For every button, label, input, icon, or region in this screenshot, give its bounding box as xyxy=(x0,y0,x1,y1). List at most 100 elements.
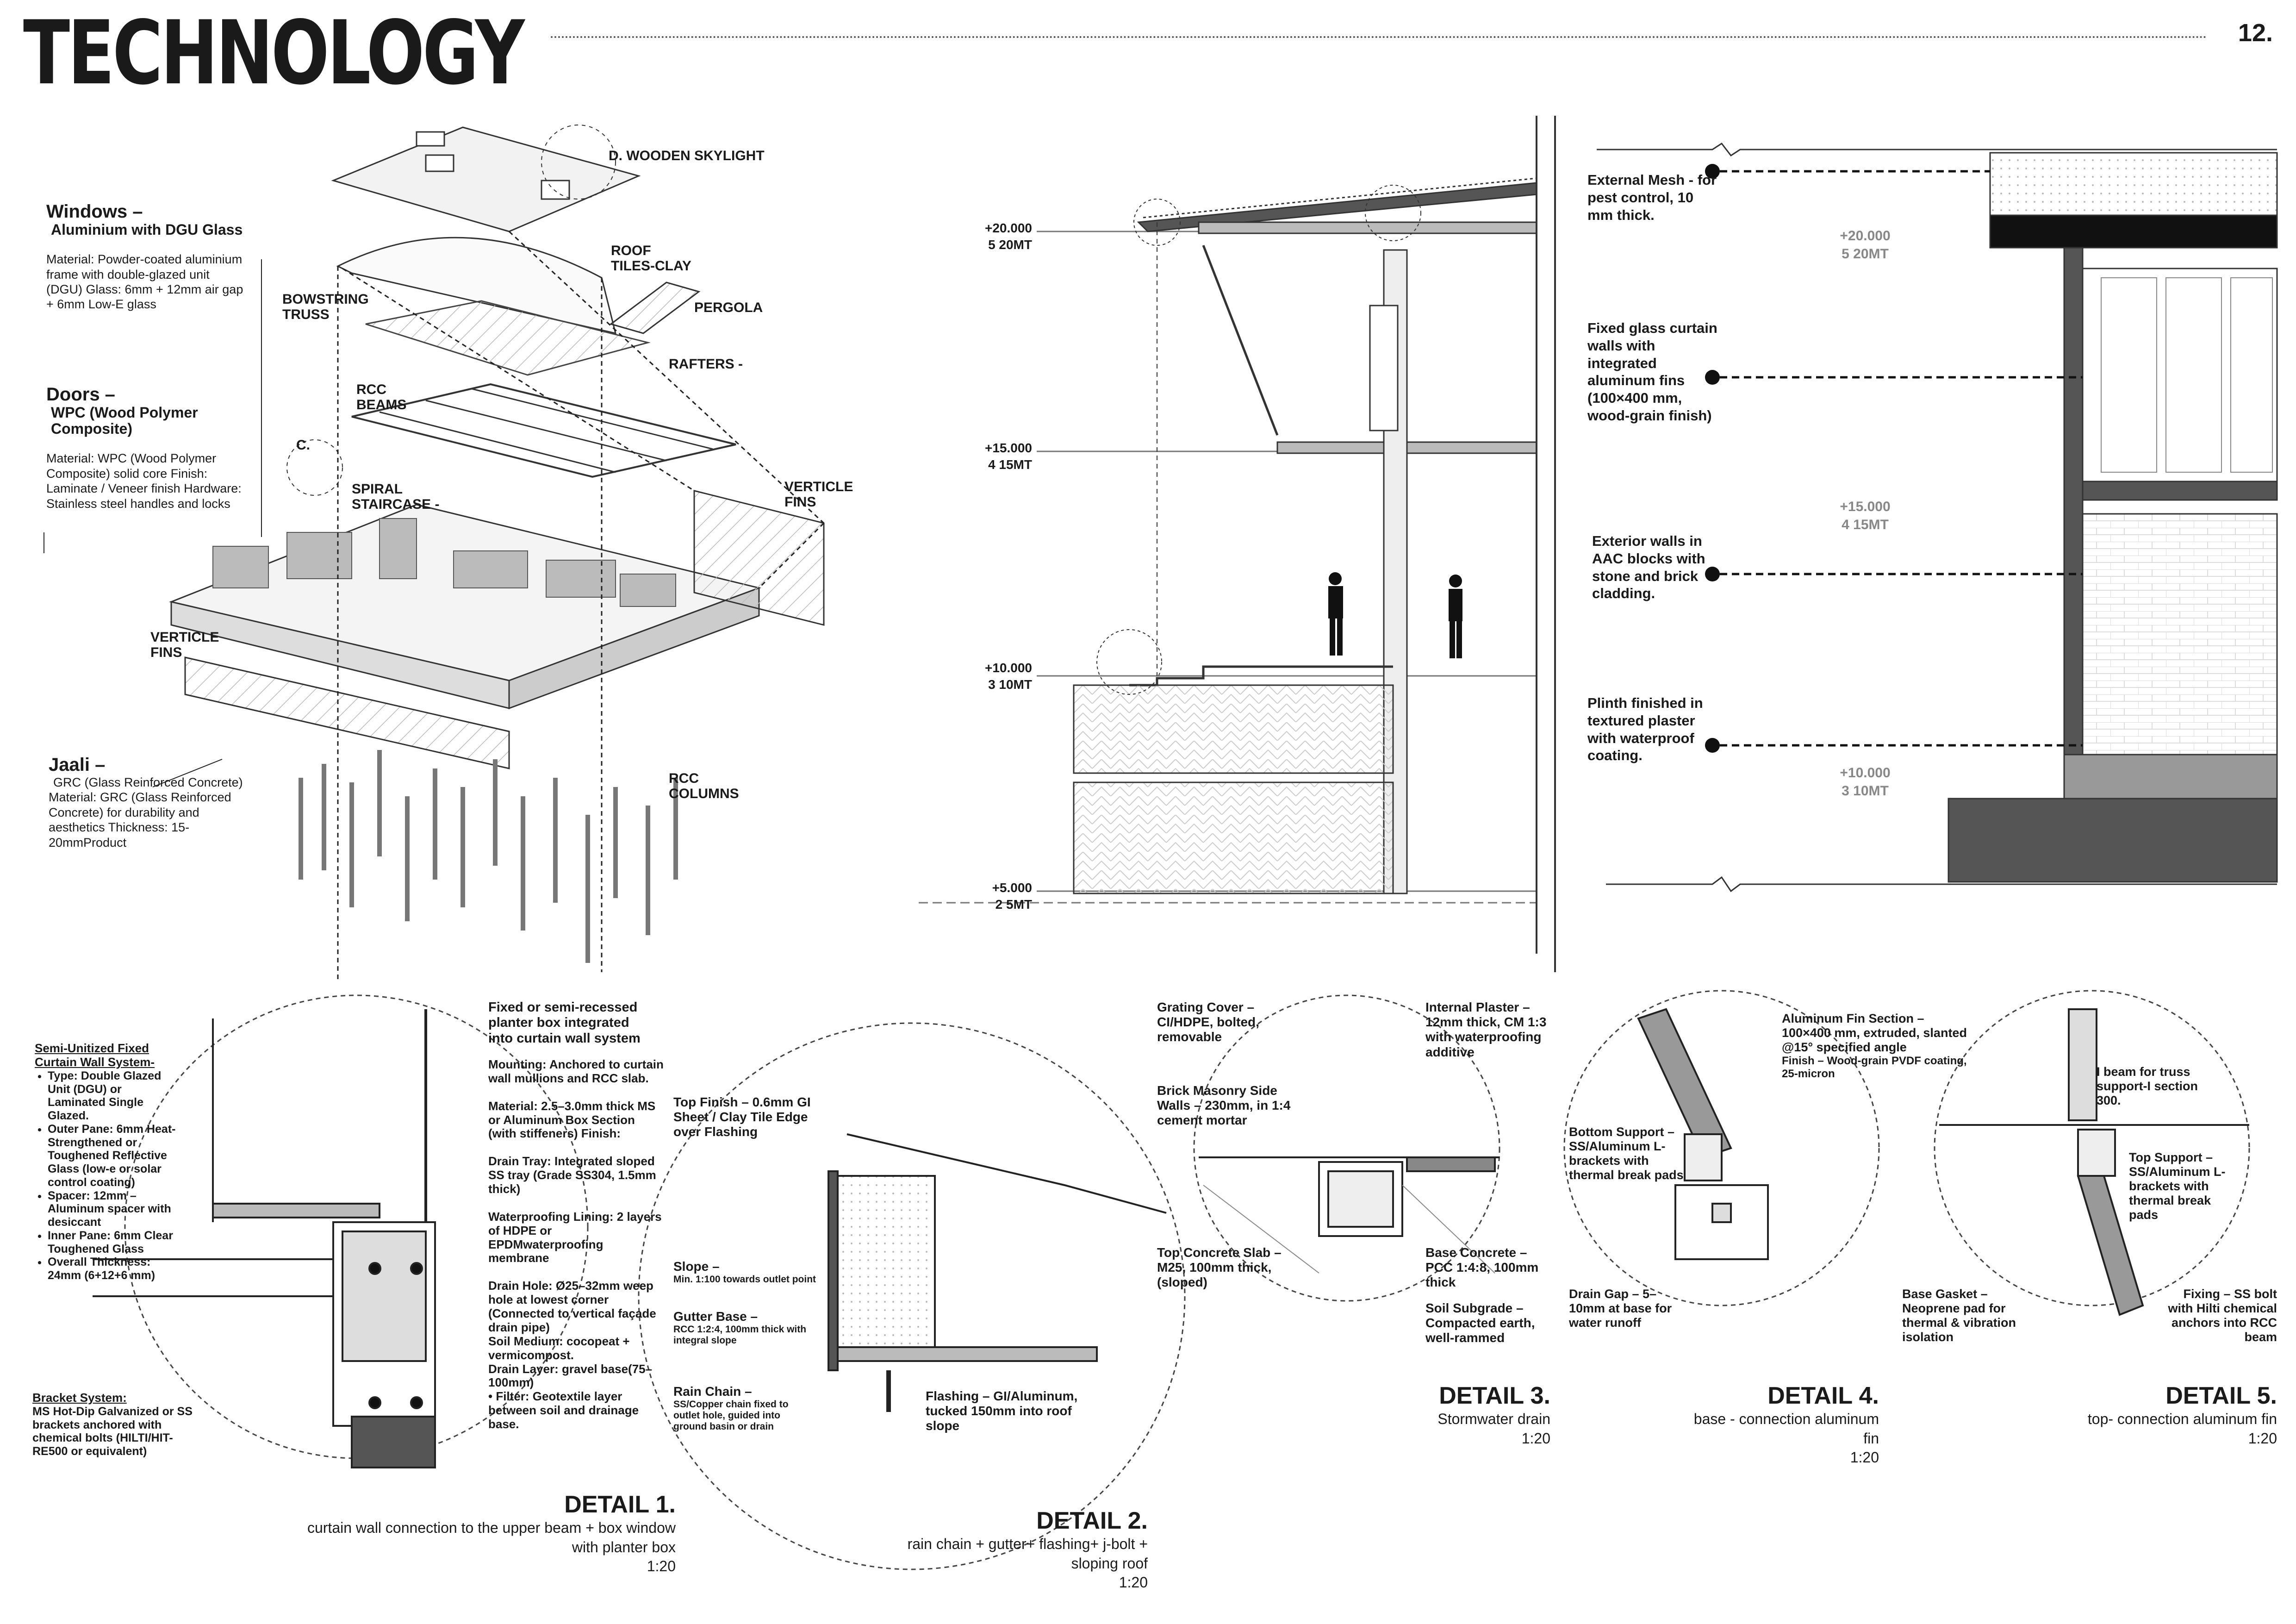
detail1-geometry xyxy=(93,1009,436,1468)
doors-heading: Doors – xyxy=(46,384,115,405)
detail2-flashing: Flashing – GI/Aluminum, tucked 150mm int… xyxy=(926,1389,1078,1433)
level-name: 4 15MT xyxy=(988,457,1032,472)
detail1-system-spec: Semi-Unitized Fixed Curtain Wall System-… xyxy=(35,1041,178,1282)
detail4-bottom-support: Bottom Support – SS/Aluminum L-brackets … xyxy=(1569,1125,1684,1182)
windows-heading: Windows – xyxy=(46,201,143,222)
detail2-caption: DETAIL 2. rain chain + gutter+ flashing+… xyxy=(893,1507,1148,1593)
level-name: 4 15MT xyxy=(1842,517,1889,532)
detail5-title: DETAIL 5. xyxy=(2165,1382,2277,1409)
detail1-planter-heading: Fixed or semi-recessed planter box integ… xyxy=(488,1000,641,1046)
doors-body: Material: WPC (Wood Polymer Composite) s… xyxy=(46,451,242,511)
detail1-title: DETAIL 1. xyxy=(564,1491,676,1518)
label-spiral-staircase: SPIRAL STAIRCASE - xyxy=(352,481,440,512)
page-title: TECHNOLOGY xyxy=(23,2,525,104)
jaali-subheading: GRC (Glass Reinforced Concrete) xyxy=(53,775,243,789)
level-value: +10.000 xyxy=(1840,765,1891,781)
detail4-scale: 1:20 xyxy=(1850,1449,1879,1466)
level-value: +20.000 xyxy=(1840,228,1891,244)
windows-subheading: Aluminium with DGU Glass xyxy=(51,221,243,238)
building-elevation xyxy=(1597,142,2278,893)
detail5-subtitle: top- connection aluminum fin xyxy=(2087,1411,2277,1427)
detail2-rain-body: SS/Copper chain fixed to outlet hole, gu… xyxy=(673,1399,789,1432)
detail1-bracket-heading: Bracket System: xyxy=(32,1391,127,1405)
list-item: Overall Thickness: 24mm (6+12+6 mm) xyxy=(48,1255,178,1282)
label-roof-tiles: ROOF TILES-CLAY xyxy=(611,243,691,274)
windows-spec: Windows – Aluminium with DGU Glass Mater… xyxy=(46,201,245,312)
annotation-plinth: Plinth finished in textured plaster with… xyxy=(1587,695,1703,764)
detail1-planter-notes: Mounting: Anchored to curtain wall mulli… xyxy=(488,1057,664,1431)
jaali-body: Material: GRC (Glass Reinforced Concrete… xyxy=(49,790,231,849)
detail3-geometry xyxy=(1199,1156,1500,1274)
section-level-20: +20.000 5 20MT xyxy=(944,220,1032,254)
windows-body: Material: Powder-coated aluminium frame … xyxy=(46,252,243,312)
detail2-top-finish: Top Finish – 0.6mm GI Sheet / Clay Tile … xyxy=(673,1095,811,1139)
detail3-title: DETAIL 3. xyxy=(1439,1382,1550,1409)
detail4-fin-body: Finish – Wood-grain PVDF coating, 25-mic… xyxy=(1782,1055,1967,1080)
building-section xyxy=(919,116,1556,972)
detail2-gutter-body: RCC 1:2:4, 100mm thick with integral slo… xyxy=(673,1324,807,1346)
detail4-subtitle: base - connection aluminum fin xyxy=(1693,1411,1879,1447)
level-name: 3 10MT xyxy=(988,677,1032,692)
label-verticle-fins-right: VERTICLE FINS xyxy=(784,479,853,510)
detail5-caption: DETAIL 5. top- connection aluminum fin 1… xyxy=(2083,1382,2277,1448)
detail1-bracket-spec: Bracket System: MS Hot-Dip Galvanized or… xyxy=(32,1391,199,1458)
detail2-gutter: Gutter Base – RCC 1:2:4, 100mm thick wit… xyxy=(673,1309,821,1346)
label-verticle-fins-left: VERTICLE FINS xyxy=(150,630,219,660)
list-item: Outer Pane: 6mm Heat-Strengthened or Tou… xyxy=(48,1123,178,1189)
section-level-15: +15.000 4 15MT xyxy=(944,440,1032,474)
level-name: 3 10MT xyxy=(1842,783,1889,799)
detail2-slope-body: Min. 1:100 towards outlet point xyxy=(673,1274,816,1285)
detail2-geometry xyxy=(828,1133,1167,1412)
detail5-fixing: Fixing – SS bolt with Hilti chemical anc… xyxy=(2168,1287,2277,1344)
detail1-scale: 1:20 xyxy=(647,1558,676,1575)
level-name: 2 5MT xyxy=(995,897,1032,912)
list-item: Inner Pane: 6mm Clear Toughened Glass xyxy=(48,1229,178,1256)
detail3-slab: Top Concrete Slab – M25, 100mm thick, (s… xyxy=(1157,1245,1282,1290)
level-value: +20.000 xyxy=(985,221,1032,235)
detail2-slope: Slope – Min. 1:100 towards outlet point xyxy=(673,1259,821,1285)
detail2-title: DETAIL 2. xyxy=(1036,1507,1148,1534)
list-item: Type: Double Glazed Unit (DGU) or Lamina… xyxy=(48,1069,178,1123)
detail1-caption: DETAIL 1. curtain wall connection to the… xyxy=(296,1491,676,1576)
detail4-caption: DETAIL 4. base - connection aluminum fin… xyxy=(1685,1382,1879,1468)
jaali-heading: Jaali – xyxy=(49,755,106,775)
detail4-title: DETAIL 4. xyxy=(1767,1382,1879,1409)
detail5-top-support: Top Support – SS/Aluminum L-brackets wit… xyxy=(2129,1150,2226,1222)
level-name: 5 20MT xyxy=(988,237,1032,252)
section-level-5: +5.000 2 5MT xyxy=(944,880,1032,913)
detail2-gutter-heading: Gutter Base – xyxy=(673,1309,758,1324)
label-wooden-skylight: D. WOODEN SKYLIGHT xyxy=(609,148,765,163)
detail5-scale: 1:20 xyxy=(2248,1430,2277,1447)
elevation-level-10: +10.000 3 10MT xyxy=(1805,764,1925,800)
level-value: +15.000 xyxy=(1840,499,1891,514)
detail4-fin-section: Aluminum Fin Section – 100×400 mm, extru… xyxy=(1782,1012,1976,1080)
label-rcc-beams: RCC BEAMS xyxy=(356,382,407,412)
detail2-rain-chain: Rain Chain – SS/Copper chain fixed to ou… xyxy=(673,1384,803,1433)
doors-subheading: WPC (Wood Polymer Composite) xyxy=(51,404,198,437)
section-level-10: +10.000 3 10MT xyxy=(944,660,1032,693)
detail4-fin-heading: Aluminum Fin Section – 100×400 mm, extru… xyxy=(1782,1012,1967,1055)
elevation-level-20: +20.000 5 20MT xyxy=(1805,227,1925,263)
detail1-system-heading: Semi-Unitized Fixed Curtain Wall System- xyxy=(35,1041,155,1069)
detail2-slope-heading: Slope – xyxy=(673,1259,720,1274)
detail-circles xyxy=(124,990,2250,1570)
doors-spec: Doors – WPC (Wood Polymer Composite) Mat… xyxy=(46,384,250,511)
detail3-caption: DETAIL 3. Stormwater drain 1:20 xyxy=(1365,1382,1550,1448)
label-rcc-columns: RCC COLUMNS xyxy=(669,771,739,801)
annotation-curtain-walls: Fixed glass curtain walls with integrate… xyxy=(1587,320,1717,424)
detail4-geometry xyxy=(1637,1008,1769,1260)
detail2-subtitle: rain chain + gutter+ flashing+ j-bolt + … xyxy=(907,1536,1148,1572)
page-number: 12. xyxy=(2238,19,2273,47)
detail4-base-gasket: Base Gasket – Neoprene pad for thermal &… xyxy=(1902,1287,2016,1344)
level-value: +5.000 xyxy=(992,881,1032,895)
label-c: C. xyxy=(296,437,310,453)
detail3-base: Base Concrete – PCC 1:4:8, 100mm thick xyxy=(1425,1245,1539,1290)
title-divider xyxy=(551,36,2208,38)
elevation-level-15: +15.000 4 15MT xyxy=(1805,498,1925,534)
detail5-ibeam: I beam for truss support-I section 300. xyxy=(2097,1065,2198,1108)
level-name: 5 20MT xyxy=(1842,246,1889,262)
detail3-soil: Soil Subgrade – Compacted earth, well-ra… xyxy=(1425,1301,1535,1345)
people-figures xyxy=(1328,572,1462,658)
detail3-plaster: Internal Plaster – 12mm thick, CM 1:3 wi… xyxy=(1425,1000,1547,1059)
